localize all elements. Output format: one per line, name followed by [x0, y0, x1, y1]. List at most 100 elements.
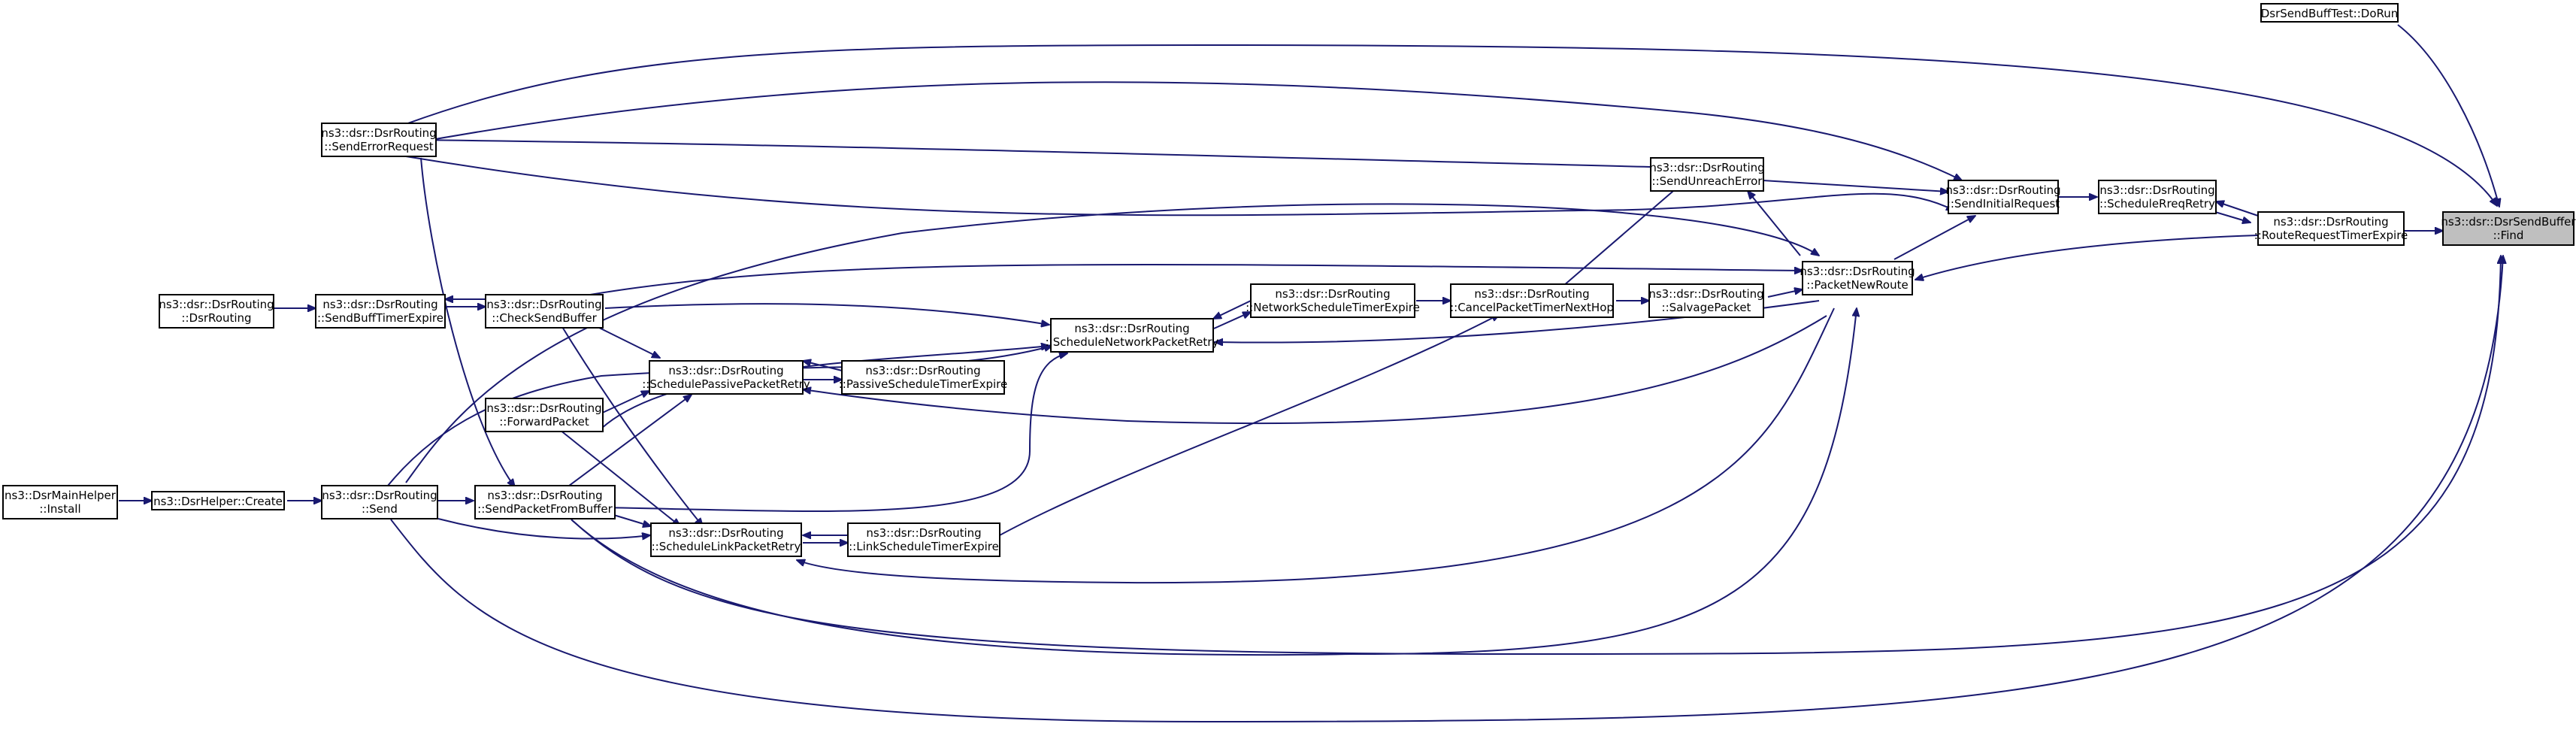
node-scheduleRreqRetry[interactable]: ns3::dsr::DsrRouting ::ScheduleRreqRetry [2098, 180, 2217, 214]
node-layer: ns3::dsr::DsrSendBuffer ::Find DsrSendBu… [2, 3, 2576, 557]
node-create-line1: ns3::DsrHelper::Create [153, 495, 283, 508]
node-networkScheduleTimerExpire-line1: ns3::dsr::DsrRouting [1275, 287, 1390, 301]
node-packetNewRoute[interactable]: ns3::dsr::DsrRouting ::PacketNewRoute [1800, 261, 1915, 295]
edge-scheduleRreqRetry-routeRequestTimerExpire [2214, 211, 2251, 223]
edge-sendErrorRequest-to-find [405, 44, 2497, 206]
edge-sendPacketFromBuffer-to-find [571, 256, 2501, 656]
node-send-line2: ::Send [362, 502, 398, 516]
node-salvagePacket-line1: ns3::dsr::DsrRouting [1648, 287, 1763, 301]
node-salvagePacket[interactable]: ns3::dsr::DsrRouting ::SalvagePacket [1648, 283, 1764, 318]
node-sendPacketFromBuffer-line1: ns3::dsr::DsrRouting [487, 489, 602, 502]
node-checkSendBuffer[interactable]: ns3::dsr::DsrRouting ::CheckSendBuffer [485, 294, 604, 329]
edge-forwardPacket-to-schedulePassivePacketRetry [597, 391, 649, 416]
node-routeRequestTimerExpire-line2: ::RouteRequestTimerExpire [2254, 229, 2408, 242]
node-networkScheduleTimerExpire[interactable]: ns3::dsr::DsrRouting ::NetworkScheduleTi… [1246, 283, 1420, 318]
node-dorun[interactable]: DsrSendBuffTest::DoRun [2260, 3, 2399, 23]
edge-sendErrorRequest-to-sendInitialRequest [405, 81, 1962, 180]
edge-sendErrorRequest-to-sendPacketFromBuffer [420, 157, 515, 487]
node-schedulePassivePacketRetry[interactable]: ns3::dsr::DsrRouting ::SchedulePassivePa… [642, 360, 810, 395]
node-scheduleNetworkPacketRetry-line2: ::ScheduleNetworkPacketRetry [1046, 335, 1219, 349]
node-routeRequestTimerExpire[interactable]: ns3::dsr::DsrRouting ::RouteRequestTimer… [2254, 211, 2408, 246]
edge-salvagePacket-to-packetNewRoute [1767, 289, 1803, 298]
node-passiveScheduleTimerExpire[interactable]: ns3::dsr::DsrRouting ::PassiveScheduleTi… [839, 360, 1008, 395]
node-sendInitialRequest-line2: ::SendInitialRequest [1947, 197, 2060, 210]
node-install-line2: ::Install [39, 502, 80, 516]
node-forwardPacket[interactable]: ns3::dsr::DsrRouting ::ForwardPacket [485, 398, 604, 432]
node-find[interactable]: ns3::dsr::DsrSendBuffer ::Find [2441, 211, 2576, 246]
node-create[interactable]: ns3::DsrHelper::Create [151, 491, 285, 510]
node-routeRequestTimerExpire-line1: ns3::dsr::DsrRouting [2273, 215, 2388, 229]
node-cancelPacketTimerNextHop[interactable]: ns3::dsr::DsrRouting ::CancelPacketTimer… [1450, 283, 1614, 318]
node-sendUnreachError-line2: ::SendUnreachError [1652, 174, 1763, 188]
node-checkSendBuffer-line1: ns3::dsr::DsrRouting [486, 298, 601, 311]
node-dsrRouting-line1: ns3::dsr::DsrRouting [159, 298, 274, 311]
edge-checkSendBuffer-to-scheduleNetworkPacketRetry [604, 303, 1049, 325]
node-forwardPacket-line2: ::ForwardPacket [499, 415, 589, 429]
node-find-line1: ns3::dsr::DsrSendBuffer [2441, 215, 2576, 229]
node-scheduleRreqRetry-line1: ns3::dsr::DsrRouting [2099, 183, 2214, 197]
node-networkScheduleTimerExpire-line2: ::NetworkScheduleTimerExpire [1246, 301, 1420, 314]
node-sendBuffTimerExpire[interactable]: ns3::dsr::DsrRouting ::SendBuffTimerExpi… [315, 294, 446, 329]
node-sendPacketFromBuffer-line2: ::SendPacketFromBuffer [477, 502, 613, 516]
node-sendUnreachError-line1: ns3::dsr::DsrRouting [1649, 161, 1764, 174]
node-install-line1: ns3::DsrMainHelper [5, 489, 117, 502]
edge-dorun-to-find [2397, 24, 2499, 207]
edge-sendUnreachError-to-sendErrorRequest [409, 140, 1651, 168]
node-dsrRouting[interactable]: ns3::dsr::DsrRouting ::DsrRouting [159, 294, 274, 329]
node-cancelPacketTimerNextHop-line1: ns3::dsr::DsrRouting [1474, 287, 1589, 301]
edge-sendUnreachError-to-sendInitialRequest [1762, 180, 1948, 192]
node-salvagePacket-line2: ::SalvagePacket [1662, 301, 1751, 314]
node-cancelPacketTimerNextHop-line2: ::CancelPacketTimerNextHop [1450, 301, 1614, 314]
node-sendErrorRequest-line2: ::SendErrorRequest [324, 140, 433, 153]
edge-cancelPacketTimerNextHop-to-sendUnreachError [1563, 182, 1684, 286]
edge-sendErrorRequest-to-scheduleRreqRetry [405, 156, 1954, 217]
edge-send-to-find [390, 256, 2503, 723]
node-forwardPacket-line1: ns3::dsr::DsrRouting [486, 401, 601, 415]
node-send-line1: ns3::dsr::DsrRouting [322, 489, 437, 502]
node-scheduleLinkPacketRetry[interactable]: ns3::dsr::DsrRouting ::ScheduleLinkPacke… [650, 522, 802, 557]
edge-sendPacketFromBuffer-to-scheduleNetworkPacketRetry [601, 353, 1067, 512]
edge-sendPacketFromBuffer-to-packetNewRoute [571, 308, 1857, 656]
node-schedulePassivePacketRetry-line1: ns3::dsr::DsrRouting [668, 364, 783, 377]
node-sendErrorRequest-line1: ns3::dsr::DsrRouting [321, 126, 436, 140]
node-sendBuffTimerExpire-line1: ns3::dsr::DsrRouting [322, 298, 437, 311]
edge-passiveScheduleTimerExpire-to-schedulePassivePacketRetry [803, 361, 843, 371]
node-linkScheduleTimerExpire-line2: ::LinkScheduleTimerExpire [849, 540, 999, 553]
edge-layer [119, 24, 2503, 723]
node-scheduleLinkPacketRetry-line2: ::ScheduleLinkPacketRetry [652, 540, 801, 553]
edge-send-to-packetNewRoute [405, 203, 1819, 483]
node-sendErrorRequest[interactable]: ns3::dsr::DsrRouting ::SendErrorRequest [321, 123, 437, 157]
node-sendInitialRequest-line1: ns3::dsr::DsrRouting [1945, 183, 2060, 197]
node-dorun-line1: DsrSendBuffTest::DoRun [2261, 7, 2399, 20]
node-sendUnreachError[interactable]: ns3::dsr::DsrRouting ::SendUnreachError [1649, 157, 1765, 192]
node-linkScheduleTimerExpire-line1: ns3::dsr::DsrRouting [866, 526, 981, 540]
node-checkSendBuffer-line2: ::CheckSendBuffer [492, 311, 597, 325]
node-install[interactable]: ns3::DsrMainHelper ::Install [2, 485, 118, 519]
node-schedulePassivePacketRetry-line2: ::SchedulePassivePacketRetry [642, 377, 810, 391]
edge-networkScheduleTimerExpire-to-scheduleNetworkPacketRetry [1213, 300, 1252, 319]
edge-packetNewRoute-to-sendInitialRequest [1893, 216, 1975, 260]
edge-scheduleNetworkPacketRetry-to-networkScheduleTimerExpire [1213, 312, 1251, 329]
edge-sendPacketFromBuffer-to-schedulePassivePacketRetry [559, 395, 692, 493]
edge-linkScheduleTimerExpire-to-cancelPacketTimerNextHop [999, 314, 1500, 536]
edge-packetNewRoute-to-schedulePassivePacketRetry [803, 315, 1827, 425]
node-scheduleNetworkPacketRetry-line1: ns3::dsr::DsrRouting [1074, 322, 1189, 335]
node-dsrRouting-line2: ::DsrRouting [181, 311, 251, 325]
edge-checkSendBuffer-to-scheduleLinkPacketRetry [559, 323, 703, 526]
node-sendPacketFromBuffer[interactable]: ns3::dsr::DsrRouting ::SendPacketFromBuf… [474, 485, 616, 519]
edge-packetNewRoute-to-scheduleLinkPacketRetry [797, 307, 1835, 584]
node-linkScheduleTimerExpire[interactable]: ns3::dsr::DsrRouting ::LinkScheduleTimer… [847, 522, 1000, 557]
node-sendInitialRequest[interactable]: ns3::dsr::DsrRouting ::SendInitialReques… [1945, 180, 2061, 214]
edge-checkSendBuffer-to-schedulePassivePacketRetry [589, 323, 660, 358]
node-scheduleLinkPacketRetry-line1: ns3::dsr::DsrRouting [668, 526, 783, 540]
edge-checkSendBuffer-to-packetNewRoute [589, 263, 1803, 295]
edge-forwardPacket-to-scheduleLinkPacketRetry [559, 429, 680, 526]
node-send[interactable]: ns3::dsr::DsrRouting ::Send [321, 485, 438, 519]
edge-routeRequestTimerExpire-to-packetNewRoute [1915, 235, 2259, 280]
edge-sendPacketFromBuffer-to-scheduleLinkPacketRetry [608, 513, 651, 526]
node-find-line2: ::Find [2493, 229, 2524, 242]
node-packetNewRoute-line1: ns3::dsr::DsrRouting [1800, 265, 1915, 278]
node-scheduleNetworkPacketRetry[interactable]: ns3::dsr::DsrRouting ::ScheduleNetworkPa… [1046, 318, 1219, 353]
edge-send-to-scheduleLinkPacketRetry [437, 518, 650, 539]
